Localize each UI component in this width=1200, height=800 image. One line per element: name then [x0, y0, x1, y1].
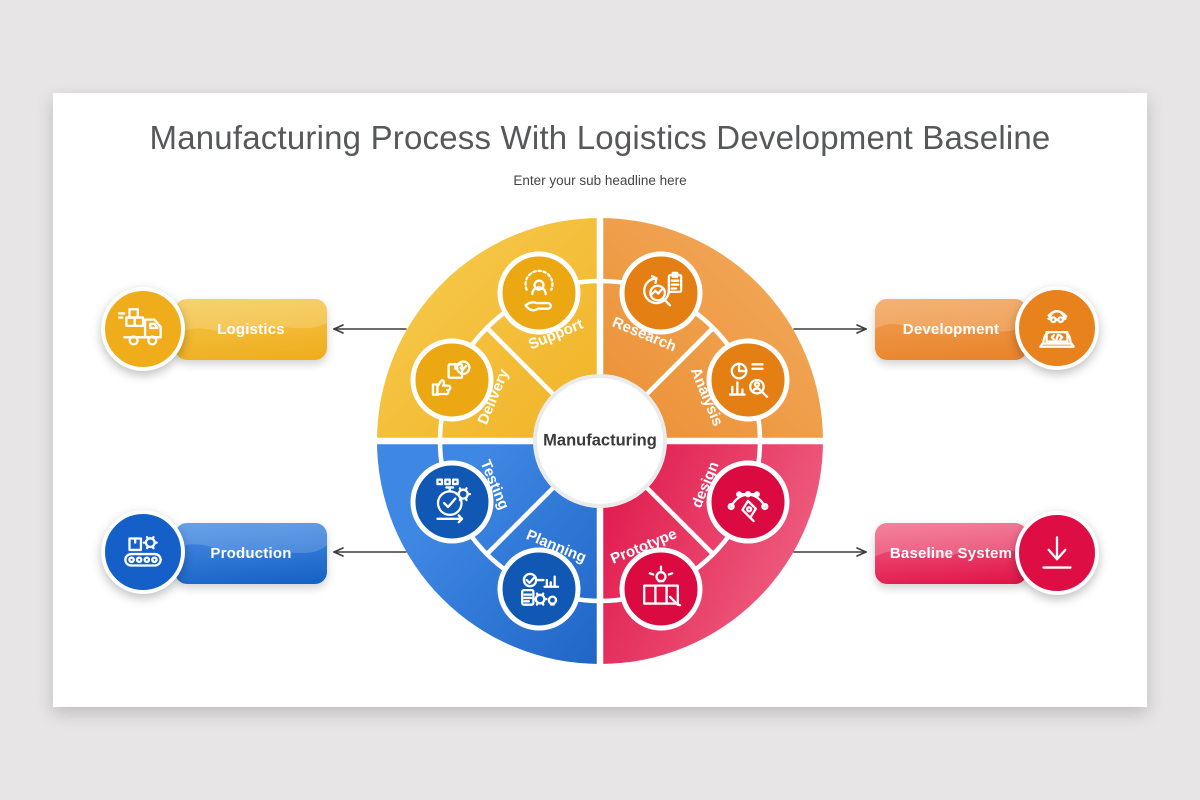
slide-title: Manufacturing Process With Logistics Dev…	[149, 119, 1051, 156]
process-wheel: Support Research Analysis design Prototy…	[375, 216, 825, 666]
conveyor-gear-icon[interactable]	[101, 510, 185, 594]
connector-arrow-baseline	[793, 547, 867, 557]
production-pill[interactable]: Production	[175, 523, 327, 584]
pen-tool-icon[interactable]	[706, 460, 790, 544]
research-magnifier-icon[interactable]	[619, 251, 703, 335]
baseline-system-pill[interactable]: Baseline System	[875, 523, 1027, 584]
segment-dividers	[483, 324, 717, 558]
hub-circle[interactable]	[537, 378, 663, 504]
connector-arrow-development	[793, 324, 867, 334]
hub-label: Manufacturing	[543, 431, 657, 449]
logistics-pill[interactable]: Logistics	[175, 299, 327, 360]
customer-support-icon[interactable]	[497, 251, 581, 335]
delivery-truck-icon[interactable]	[101, 287, 185, 371]
connector-arrow-production	[333, 547, 407, 557]
baseline-system-label: Baseline System	[889, 545, 1013, 562]
blueprint-bulb-icon[interactable]	[619, 547, 703, 631]
development-label: Development	[902, 321, 1000, 338]
slide: Manufacturing Process With Logistics Dev…	[53, 93, 1147, 707]
planning-checklist-icon[interactable]	[497, 547, 581, 631]
connector-arrow-logistics	[333, 324, 407, 334]
stopwatch-gear-icon[interactable]	[410, 460, 494, 544]
development-pill[interactable]: Development	[875, 299, 1027, 360]
slide-subtitle: Enter your sub headline here	[513, 173, 687, 188]
package-check-icon[interactable]	[410, 338, 494, 422]
download-icon[interactable]	[1015, 511, 1099, 595]
developer-icon[interactable]	[1015, 286, 1099, 370]
logistics-label: Logistics	[217, 321, 285, 338]
data-analysis-icon[interactable]	[706, 338, 790, 422]
production-label: Production	[210, 545, 292, 562]
